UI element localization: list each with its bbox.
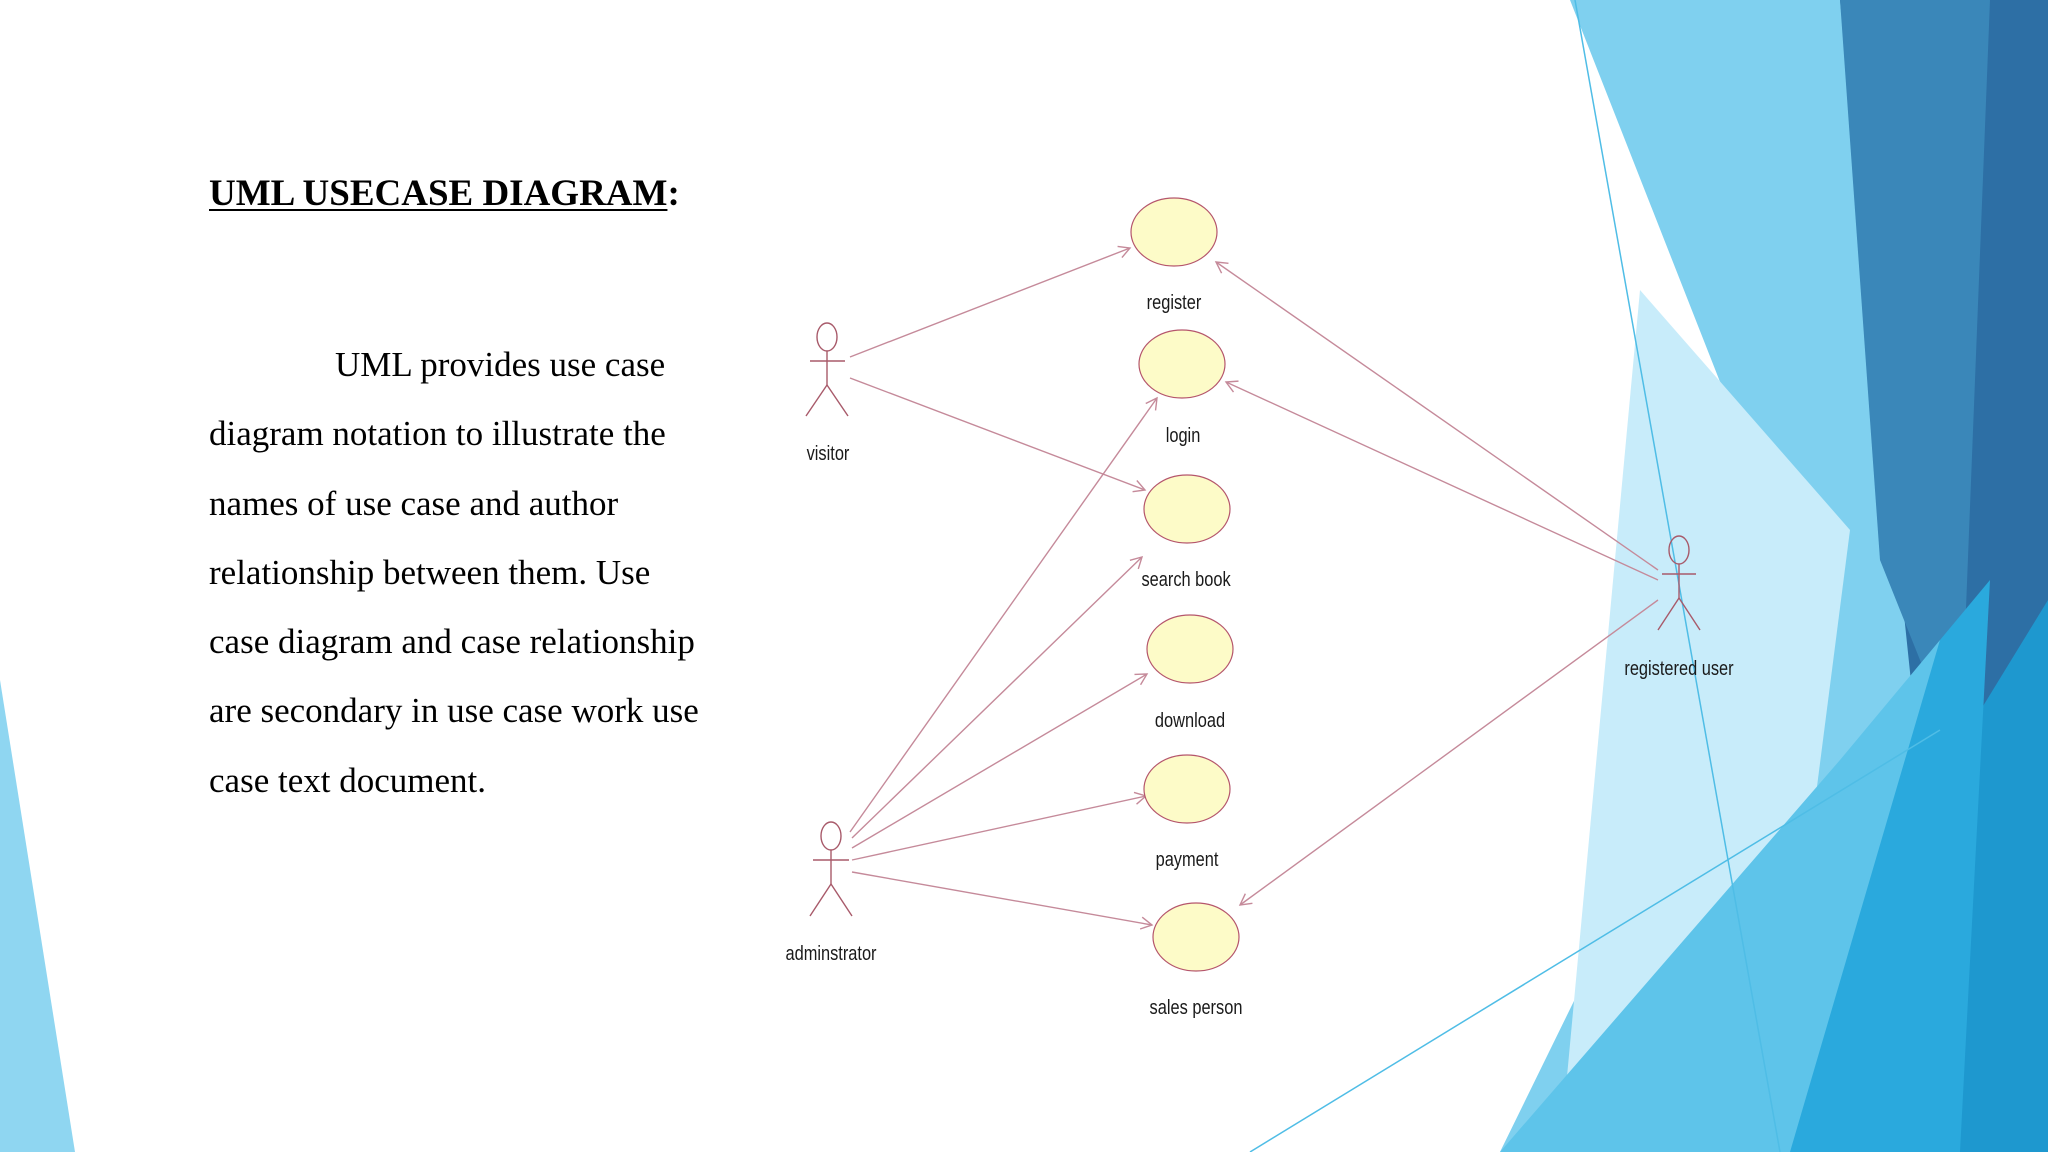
assoc-registered-user-register — [1214, 261, 1659, 571]
slide-title: UML USECASE DIAGRAM: — [209, 172, 680, 215]
associations — [849, 245, 1659, 930]
assoc-admin-payment — [851, 791, 1148, 861]
body-line: diagram notation to illustrate the — [209, 414, 666, 454]
assoc-admin-sales-person — [851, 871, 1154, 930]
use-case-ellipse — [1152, 902, 1240, 972]
actor-label: adminstrator — [785, 941, 876, 964]
actor-registered-user: registered user — [1624, 535, 1734, 679]
use-case-label: login — [1166, 423, 1201, 446]
use-case-ellipse — [1143, 474, 1231, 544]
slide-title-colon: : — [667, 173, 680, 214]
bg-shard-steel — [1840, 0, 1990, 760]
use-case-download: download — [1146, 614, 1234, 731]
assoc-admin-login — [849, 396, 1158, 833]
bg-left-shard — [0, 680, 75, 1152]
body-line: are secondary in use case work use — [209, 691, 699, 731]
stick-figure-icon — [805, 322, 849, 417]
use-case-search-book: search book — [1141, 474, 1231, 590]
body-line: UML provides use case — [335, 345, 666, 384]
use-case-login: login — [1138, 329, 1226, 446]
assoc-admin-search-book — [851, 555, 1144, 839]
bg-thin-line — [1249, 729, 1941, 1152]
bg-shard-sky — [1500, 640, 1940, 1152]
use-case-ellipse — [1130, 197, 1218, 267]
use-case-register: register — [1130, 197, 1218, 313]
assoc-registered-user-login — [1224, 380, 1659, 581]
actor-visitor: visitor — [805, 322, 850, 464]
use-case-label: download — [1155, 708, 1225, 731]
use-case-sales-person: sales person — [1150, 902, 1243, 1018]
slide-body-text: UML provides use case diagram notation t… — [209, 330, 769, 815]
body-line: case diagram and case relationship — [209, 622, 695, 662]
body-line: relationship between them. Use — [209, 552, 651, 592]
use-case-label: sales person — [1150, 995, 1243, 1018]
use-case-label: search book — [1141, 567, 1231, 590]
bg-thin-line — [1574, 0, 1781, 1152]
use-case-ellipse — [1143, 754, 1231, 824]
stick-figure-icon — [809, 821, 853, 917]
stick-figure-icon — [1657, 535, 1701, 631]
actor-label: registered user — [1624, 656, 1733, 679]
body-line: names of use case and author — [209, 483, 619, 523]
bg-shard-cyan — [1780, 580, 1990, 1152]
use-case-label: payment — [1156, 847, 1219, 870]
actor-label: visitor — [807, 441, 850, 464]
use-case-ellipse — [1146, 614, 1234, 684]
use-case-payment: payment — [1143, 754, 1231, 870]
use-case-ellipse — [1138, 329, 1226, 399]
body-line: case text document. — [209, 760, 486, 800]
assoc-registered-user-sales-person — [1238, 599, 1659, 906]
actor-adminstrator: adminstrator — [785, 821, 877, 964]
use-case-label: register — [1147, 290, 1202, 313]
slide-title-text: UML USECASE DIAGRAM — [209, 173, 668, 214]
assoc-admin-download — [851, 673, 1149, 849]
assoc-visitor-register — [849, 245, 1132, 358]
assoc-visitor-search-book — [849, 377, 1147, 493]
